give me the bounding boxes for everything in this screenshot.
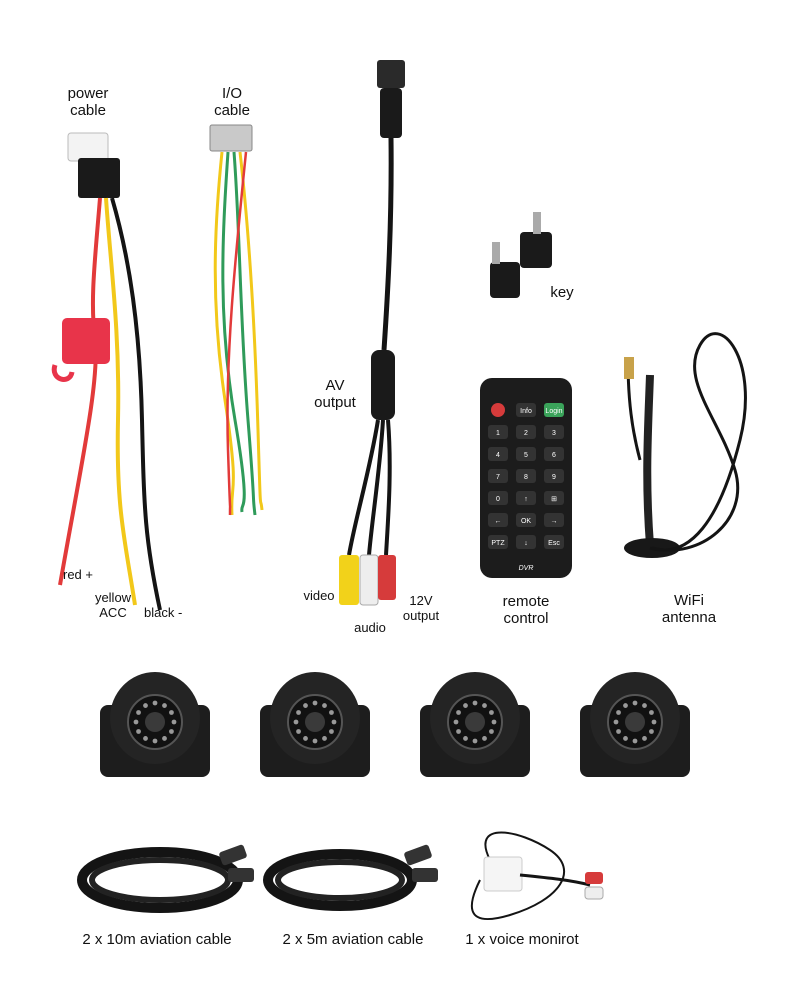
remote-key-label: 4 bbox=[496, 452, 500, 459]
remote-key-bg bbox=[488, 469, 508, 483]
remote-key-label: 3 bbox=[552, 430, 556, 437]
camera-2 bbox=[260, 672, 370, 777]
voice-monitor-label: 1 x voice monirot bbox=[465, 931, 579, 948]
remote-key-bg bbox=[544, 447, 564, 461]
remote-key-bg bbox=[488, 447, 508, 461]
remote-key-bg bbox=[516, 425, 536, 439]
red-wire-label: red + bbox=[63, 567, 93, 582]
remote-key-bg bbox=[544, 491, 564, 505]
cameras-illustration bbox=[100, 672, 690, 777]
black-wire-label: black - bbox=[144, 605, 183, 620]
remote-key-label: PTZ bbox=[491, 540, 505, 547]
remote-key-bg bbox=[516, 535, 536, 549]
12v-output-label: 12V output bbox=[402, 593, 440, 623]
remote-key-label: Login bbox=[545, 408, 562, 415]
camera-4 bbox=[580, 672, 690, 777]
remote-key-bg bbox=[544, 403, 564, 417]
remote-key-bg bbox=[544, 535, 564, 549]
remote-key-label: Info bbox=[520, 408, 532, 415]
remote-key-label: ↓ bbox=[524, 540, 528, 547]
voice-monitor-illustration bbox=[470, 831, 604, 921]
wifi-antenna-illustration bbox=[624, 332, 747, 558]
wifi-antenna-label: WiFi antenna bbox=[661, 592, 717, 626]
remote-brand-label: DVR bbox=[519, 565, 534, 572]
remote-key-label: 7 bbox=[496, 474, 500, 481]
remote-key-bg bbox=[544, 513, 564, 527]
remote-key-bg bbox=[544, 425, 564, 439]
io-cable-illustration bbox=[209, 124, 264, 516]
aviation-cable-10m-label: 2 x 10m aviation cable bbox=[82, 931, 232, 948]
camera-1 bbox=[100, 672, 210, 777]
remote-power-key bbox=[491, 403, 505, 417]
remote-key-label: 2 bbox=[524, 430, 528, 437]
remote-key-label: 5 bbox=[524, 452, 528, 459]
remote-key-label: 9 bbox=[552, 474, 556, 481]
video-label: video bbox=[303, 588, 335, 603]
remote-key-label: Esc bbox=[548, 540, 560, 547]
remote-key-label: OK bbox=[521, 518, 531, 525]
remote-key-label: 1 bbox=[496, 430, 500, 437]
remote-control-label: remote control bbox=[502, 593, 550, 627]
key-label: key bbox=[550, 284, 574, 301]
remote-key-label: → bbox=[551, 518, 558, 525]
av-output-label: AV output bbox=[314, 377, 356, 411]
remote-key-label: ← bbox=[495, 518, 502, 525]
aviation-cable-10m-illustration bbox=[77, 844, 254, 913]
remote-key-label: 8 bbox=[524, 474, 528, 481]
keys-illustration bbox=[490, 212, 552, 298]
io-cable-label: I/O cable bbox=[214, 85, 250, 119]
remote-key-bg bbox=[488, 425, 508, 439]
remote-key-label: 6 bbox=[552, 452, 556, 459]
remote-key-bg bbox=[516, 469, 536, 483]
yellow-wire-label: yellow ACC bbox=[94, 590, 132, 620]
remote-key-bg bbox=[516, 403, 536, 417]
aviation-cable-5m-label: 2 x 5m aviation cable bbox=[282, 931, 424, 948]
camera-3 bbox=[420, 672, 530, 777]
remote-key-bg bbox=[516, 447, 536, 461]
remote-key-bg bbox=[516, 491, 536, 505]
remote-key-label: ⊞ bbox=[551, 496, 557, 503]
audio-label: audio bbox=[354, 620, 386, 635]
remote-key-label: 0 bbox=[496, 496, 500, 503]
av-cable-illustration bbox=[339, 60, 405, 606]
remote-key-bg bbox=[488, 491, 508, 505]
remote-key-bg bbox=[488, 535, 508, 549]
remote-key-bg bbox=[488, 513, 508, 527]
remote-key-bg bbox=[544, 469, 564, 483]
power-cable-label: power cable bbox=[67, 85, 109, 119]
remote-key-label: ↑ bbox=[524, 496, 528, 503]
power-cable-illustration bbox=[51, 132, 162, 611]
remote-key-bg bbox=[516, 513, 536, 527]
aviation-cable-5m-illustration bbox=[263, 844, 438, 911]
